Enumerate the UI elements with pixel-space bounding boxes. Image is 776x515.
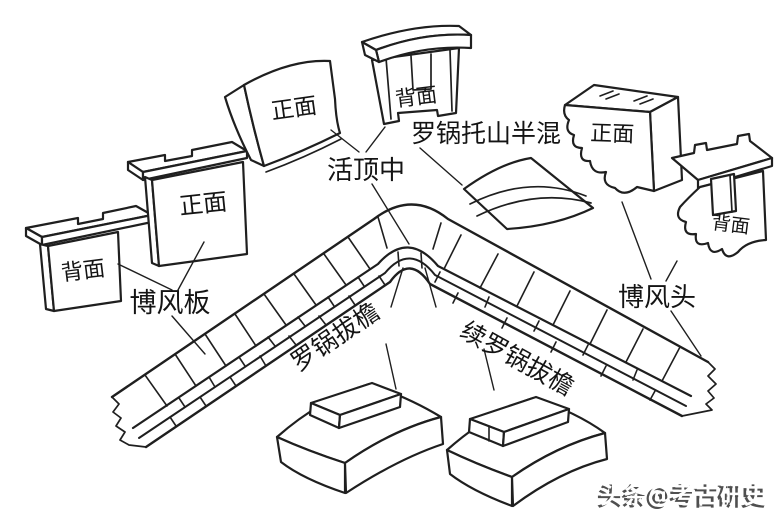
face-label: 背面 — [394, 83, 439, 112]
band-top-edge — [110, 203, 710, 399]
scalloped-face — [563, 103, 656, 194]
face-label: 正面 — [178, 188, 229, 221]
band-bottom-of-boards — [131, 246, 693, 430]
bottom-thickness-line — [265, 138, 342, 173]
strip-front-face — [501, 407, 571, 448]
part-humpback-support — [462, 156, 595, 231]
brick-front-right-face — [510, 431, 609, 508]
watermark: 头条@考古研史 头条@考古研史 — [597, 481, 769, 511]
part-gable-head-back: 背面 — [670, 132, 774, 258]
brick-joints-row2-right — [452, 292, 656, 401]
cap-front-face — [374, 33, 473, 64]
slab-band-line-1 — [469, 185, 587, 205]
board-face — [46, 230, 123, 313]
hump-brick-joints — [397, 251, 423, 269]
right-side-face — [648, 95, 684, 193]
flange-front-strip — [141, 149, 249, 182]
part-gable-board-back: 背面 — [24, 204, 154, 313]
part-gable-head-front: 正面 — [563, 83, 684, 194]
cap-left-cap — [360, 40, 381, 64]
face-label: 正面 — [269, 93, 318, 125]
curved-slab — [462, 156, 595, 231]
board-segment-joints-right — [443, 234, 681, 382]
strip-front-face — [337, 392, 403, 430]
brick-joints-row2-left — [169, 275, 386, 427]
body — [370, 46, 461, 126]
face-label: 背面 — [711, 212, 751, 238]
board-face — [150, 160, 249, 268]
label-ridge-top-center: 活顶中 — [327, 156, 405, 186]
keystone-joints — [377, 216, 442, 250]
fan-face — [242, 59, 342, 168]
brick-joints-row1-left — [178, 276, 365, 408]
part-humpback-eave-brick — [275, 381, 445, 495]
band-left-broken-end — [111, 396, 147, 448]
face-label: 背面 — [60, 256, 107, 286]
label-humpback-eave: 罗锅拔檐 — [286, 297, 385, 377]
part-continued-humpback-eave-brick — [445, 395, 609, 508]
brick-joints-row1-right — [434, 271, 638, 381]
slab-band-line-2 — [476, 196, 592, 217]
ridge-band — [110, 203, 717, 449]
part-gable-board-front: 正面 — [126, 140, 249, 268]
label-gable-head: 博风头 — [618, 283, 696, 313]
watermark-shadow: 头条@考古研史 — [597, 483, 766, 511]
watermark-text: 头条@考古研史 — [600, 481, 769, 509]
leader-lines — [117, 126, 702, 391]
part-ridge-top-front: 正面 — [223, 59, 342, 173]
brick-course-separator — [138, 257, 687, 439]
brick-front-right-face — [343, 415, 445, 495]
t-ridge-edge-line — [729, 174, 733, 213]
face-label: 正面 — [590, 121, 635, 148]
right-leg-line — [449, 49, 453, 112]
band-right-broken-end — [681, 361, 717, 417]
label-humpback-support: 罗锅托山半混 — [411, 119, 561, 148]
t-slot — [410, 53, 432, 91]
part-ridge-top-back: 背面 — [360, 24, 473, 126]
label-gable-board: 博风板 — [130, 288, 211, 319]
left-leg-line — [385, 57, 392, 120]
board-segment-joints-left — [144, 236, 371, 407]
top-face-slots — [599, 90, 654, 105]
